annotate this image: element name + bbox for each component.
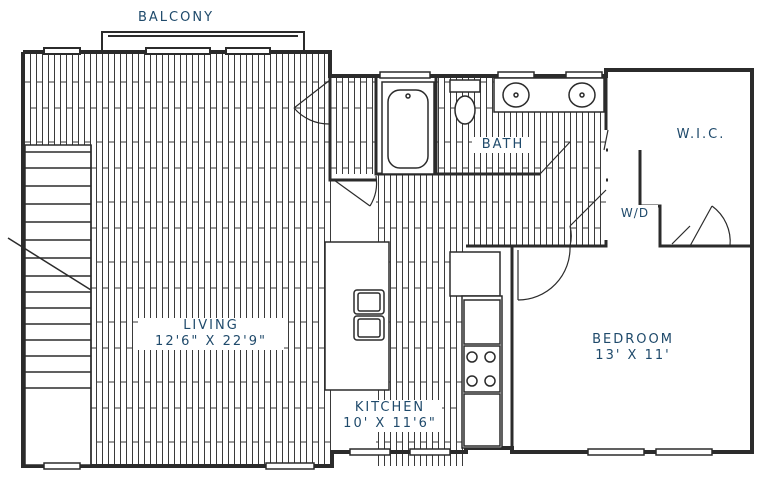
staircase xyxy=(7,144,92,466)
bedroom-name: BEDROOM xyxy=(592,332,674,347)
bedroom-label: BEDROOM 13' X 11' xyxy=(570,332,696,364)
plank-floor xyxy=(25,52,606,466)
toilet xyxy=(449,79,481,125)
kitchen-island xyxy=(324,241,390,391)
bathtub xyxy=(381,81,435,175)
kitchen-size: 10' X 11'6" xyxy=(343,416,437,431)
living-size: 12'6" X 22'9" xyxy=(155,334,267,349)
kitchen-name: KITCHEN xyxy=(354,400,426,415)
wic-label: W.I.C. xyxy=(664,127,738,143)
vanity-double-sink xyxy=(493,77,605,113)
balcony-railing xyxy=(43,31,305,55)
windows xyxy=(43,71,713,470)
balcony-label: BALCONY xyxy=(137,10,215,25)
wic-walls xyxy=(604,76,752,248)
door-swings xyxy=(293,79,731,301)
wd-label: W/D xyxy=(612,205,658,221)
bath-label: BATH xyxy=(472,137,534,153)
kitchen-counter xyxy=(449,251,503,449)
bedroom-size: 13' X 11' xyxy=(595,348,671,363)
living-label: LIVING 12'6" X 22'9" xyxy=(138,318,284,350)
living-name: LIVING xyxy=(183,318,239,333)
kitchen-label: KITCHEN 10' X 11'6" xyxy=(338,400,442,432)
